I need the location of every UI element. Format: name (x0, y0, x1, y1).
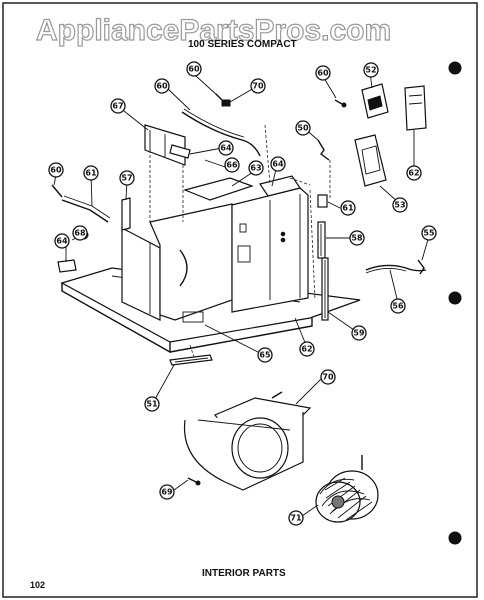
thermostat-capillary-56 (365, 264, 427, 274)
screw-left (51, 184, 63, 198)
svg-text:60: 60 (317, 69, 329, 78)
callout-60-harness: 60 (154, 78, 170, 94)
callout-71: 71 (288, 510, 304, 526)
strip-58 (317, 221, 326, 259)
svg-text:59: 59 (353, 329, 365, 338)
page-border (2, 2, 478, 598)
callout-61: 61 (83, 165, 99, 181)
svg-text:57: 57 (121, 174, 132, 183)
callout-60-clip: 60 (315, 65, 331, 81)
svg-text:60: 60 (50, 166, 62, 175)
svg-text:69: 69 (161, 488, 173, 497)
callout-67: 67 (110, 98, 126, 114)
binder-hole-middle (448, 291, 462, 305)
top-cover-panel (144, 124, 186, 166)
svg-text:56: 56 (392, 302, 404, 311)
callout-62-cover: 62 (406, 165, 422, 181)
callout-57: 57 (119, 170, 135, 186)
svg-text:67: 67 (112, 102, 123, 111)
svg-text:51: 51 (146, 400, 158, 409)
callout-70-top: 70 (250, 78, 266, 94)
control-bracket-52 (361, 83, 389, 119)
diagram-caption: INTERIOR PARTS (202, 568, 286, 579)
rear-bulkhead (231, 187, 309, 313)
svg-text:62: 62 (301, 345, 312, 354)
svg-text:60: 60 (188, 65, 200, 74)
callout-63: 63 (248, 160, 264, 176)
bracket-53 (354, 134, 387, 187)
svg-text:63: 63 (250, 164, 261, 173)
callout-55: 55 (421, 225, 437, 241)
callout-62-base: 62 (299, 341, 315, 357)
binder-hole-bottom (448, 531, 462, 545)
callout-64-clip: 64 (54, 233, 70, 249)
callout-50: 50 (295, 120, 311, 136)
svg-text:65: 65 (259, 351, 271, 360)
diagram-title: 100 SERIES COMPACT (188, 39, 297, 50)
blower-wheel-71 (315, 455, 379, 523)
callout-64-top: 64 (218, 140, 234, 156)
svg-text:70: 70 (252, 82, 264, 91)
callout-65: 65 (257, 347, 273, 363)
callout-53: 53 (392, 197, 408, 213)
svg-text:50: 50 (297, 124, 309, 133)
callout-59: 59 (351, 325, 367, 341)
binder-hole-top (448, 61, 462, 75)
watermark: AppliancePartsPros.com (36, 14, 391, 47)
svg-text:61: 61 (342, 204, 354, 213)
callout-66: 66 (224, 157, 240, 173)
drain-strip-51 (169, 354, 213, 366)
svg-text:55: 55 (423, 229, 435, 238)
svg-text:53: 53 (394, 201, 405, 210)
callout-68: 68 (72, 225, 88, 241)
screw-69 (187, 477, 201, 486)
blower-scroll-70 (183, 391, 312, 491)
callout-52: 52 (363, 62, 379, 78)
callout-60-wire-screw: 60 (186, 61, 202, 77)
svg-text:61: 61 (85, 169, 97, 178)
clip-64c (57, 259, 77, 273)
svg-text:68: 68 (74, 229, 86, 238)
svg-text:60: 60 (156, 82, 168, 91)
clip-55 (417, 259, 425, 275)
clip-50 (317, 139, 330, 161)
svg-text:64: 64 (220, 144, 232, 153)
svg-text:62: 62 (408, 169, 419, 178)
callout-69: 69 (159, 484, 175, 500)
callout-56: 56 (390, 298, 406, 314)
svg-text:58: 58 (351, 234, 363, 243)
svg-text:64: 64 (56, 237, 68, 246)
svg-text:71: 71 (290, 514, 302, 523)
callout-58: 58 (349, 230, 365, 246)
page-number: 102 (30, 580, 45, 590)
wire-clip-60 (334, 99, 347, 108)
svg-text:64: 64 (272, 160, 284, 169)
bracket-64a (169, 144, 191, 159)
svg-text:70: 70 (322, 373, 334, 382)
partition-panel (149, 203, 233, 323)
callout-51: 51 (144, 396, 160, 412)
svg-text:66: 66 (226, 161, 238, 170)
strip-59 (321, 257, 329, 321)
callout-60-left: 60 (48, 162, 64, 178)
svg-text:52: 52 (365, 66, 376, 75)
callout-70-scroll: 70 (320, 369, 336, 385)
bracket-57 (121, 197, 131, 231)
callout-64-mid: 64 (270, 156, 286, 172)
front-bracket (61, 195, 111, 223)
grommet-61 (317, 194, 328, 208)
callout-61-grommet: 61 (340, 200, 356, 216)
cover-plate-62 (404, 85, 427, 131)
